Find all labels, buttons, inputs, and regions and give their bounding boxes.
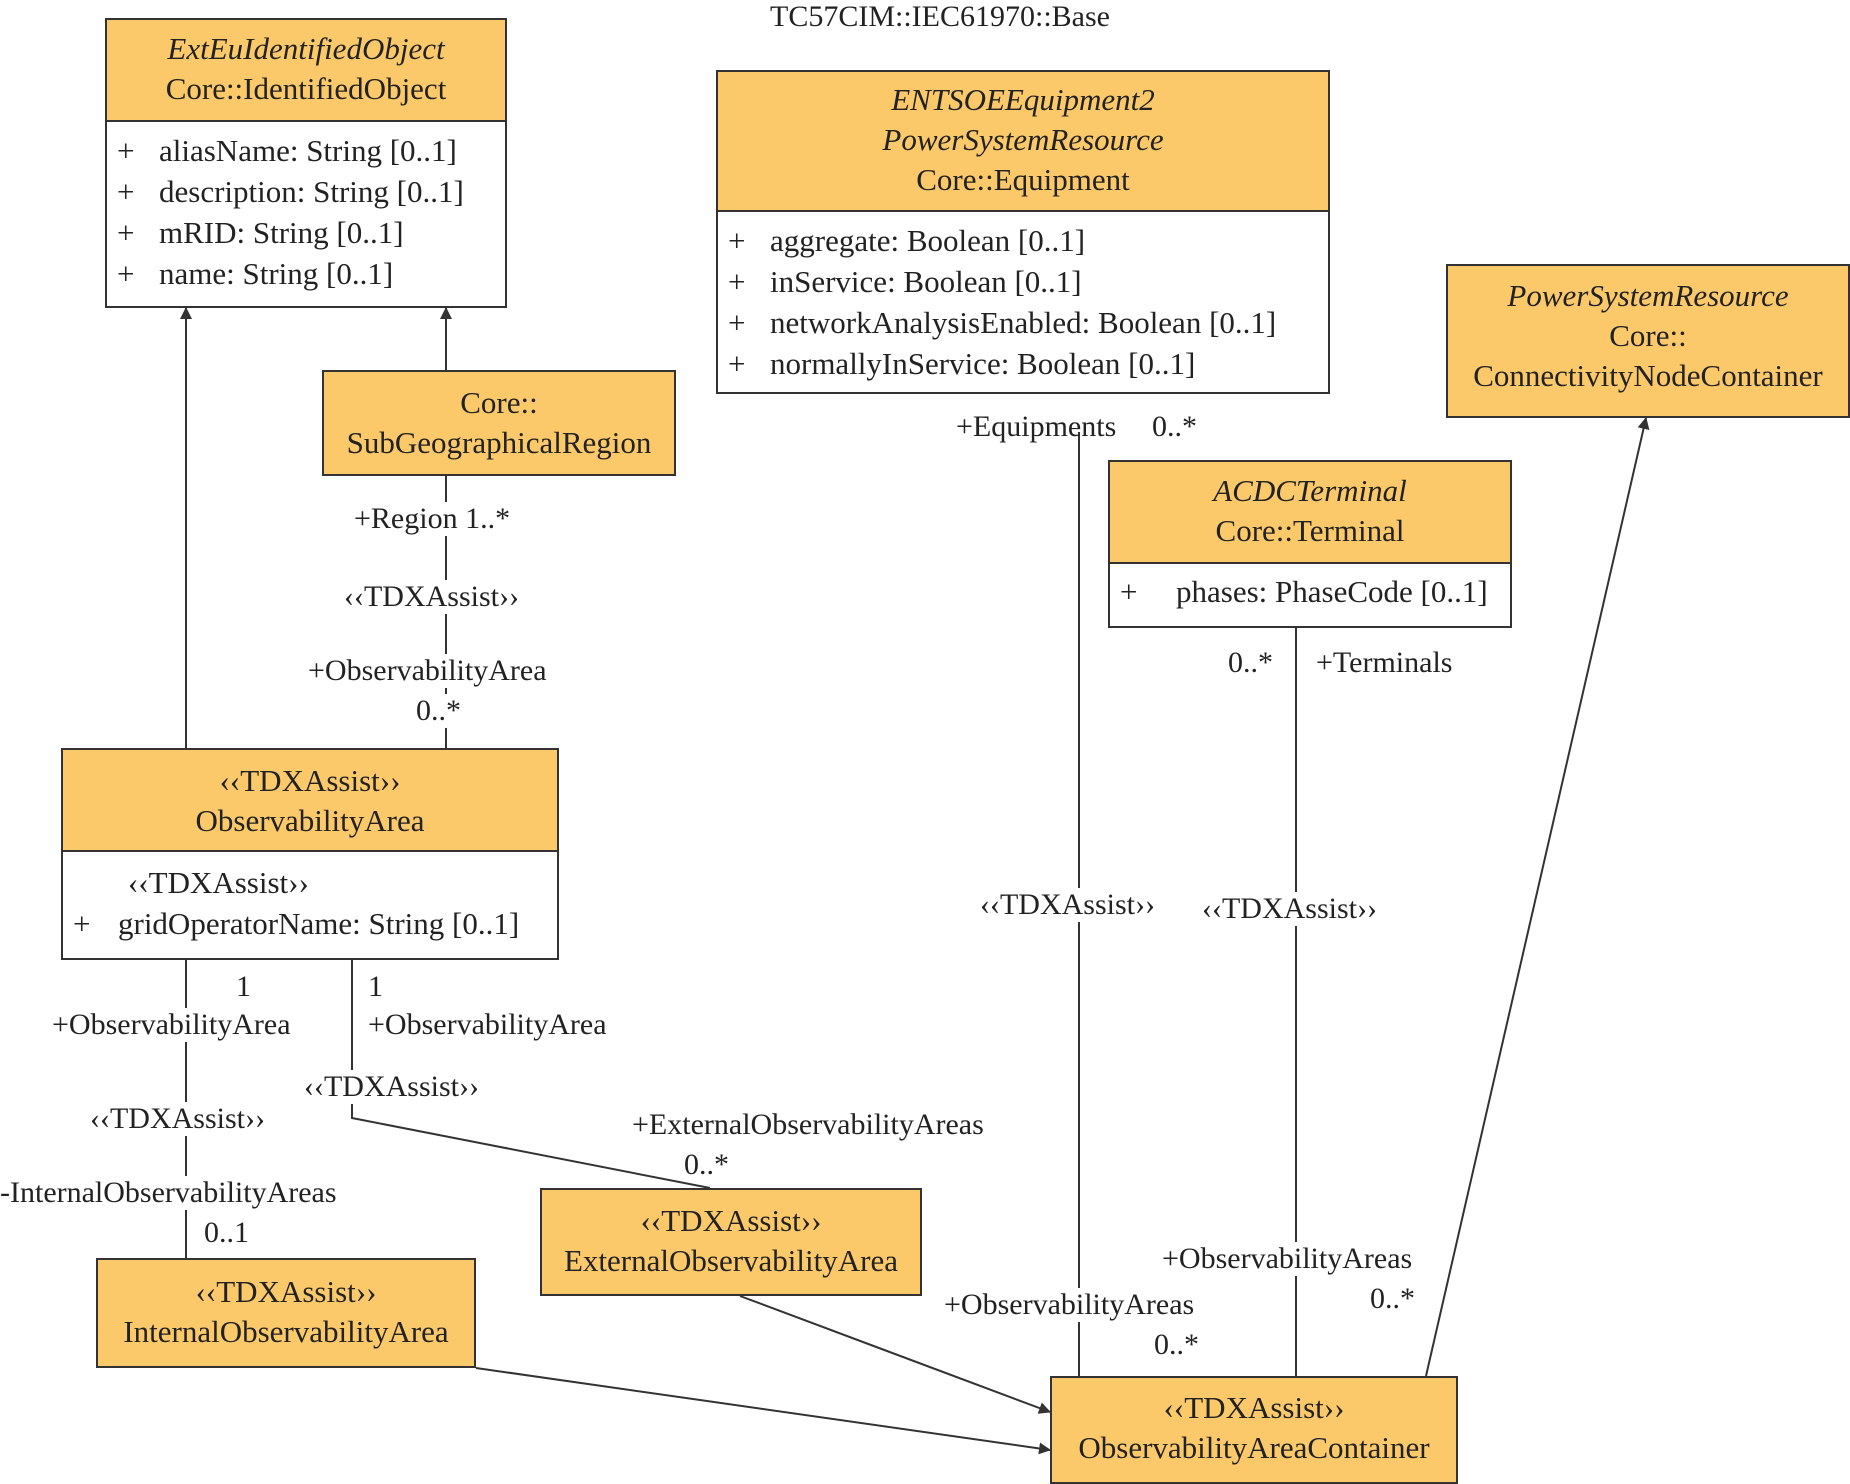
attribute-row: +aggregate: Boolean [0..1] [728, 223, 1086, 258]
attribute-row: +name: String [0..1] [117, 256, 394, 291]
association-external-observabilityarea [351, 960, 711, 1189]
internal-role-label: -InternalObservabilityAreas [0, 1176, 337, 1210]
class-header: Core:: SubGeographicalRegion [324, 372, 674, 474]
class-header: ‹‹TDXAssist›› InternalObservabilityArea [98, 1260, 474, 1366]
class-header: ‹‹TDXAssist›› ObservabilityArea [63, 750, 557, 852]
attribute-row: +networkAnalysisEnabled: Boolean [0..1] [728, 305, 1277, 340]
class-qualified-name: Core::Terminal [1215, 513, 1405, 548]
class-stereotype: ‹‹TDXAssist›› [219, 763, 401, 798]
attribute-list: +aggregate: Boolean [0..1] +inService: B… [718, 212, 1328, 388]
class-observability-area-container[interactable]: ‹‹TDXAssist›› ObservabilityAreaContainer [1050, 1376, 1458, 1484]
attribute-row: +normallyInService: Boolean [0..1] [728, 346, 1196, 381]
terminals-multiplicity: 0..* [1228, 646, 1273, 679]
class-ext-eu-identified-object[interactable]: ExtEuIdentifiedObject Core::IdentifiedOb… [105, 18, 507, 308]
class-header: ACDCTerminal Core::Terminal [1110, 462, 1510, 564]
internal-source-multiplicity: 1 [236, 970, 251, 1003]
class-internal-observability-area[interactable]: ‹‹TDXAssist›› InternalObservabilityArea [96, 1258, 476, 1368]
class-entsoe-equipment[interactable]: ENTSOEEquipment2 PowerSystemResource Cor… [716, 70, 1330, 394]
external-stereotype-label: ‹‹TDXAssist›› [304, 1070, 479, 1104]
attribute-row: +phases: PhaseCode [0..1] [1120, 574, 1488, 609]
region-stereotype-label: ‹‹TDXAssist›› [344, 580, 519, 614]
attribute-row: +gridOperatorName: String [0..1] [73, 906, 520, 941]
external-multiplicity: 0..* [684, 1148, 729, 1181]
internal-stereotype-label: ‹‹TDXAssist›› [90, 1102, 265, 1136]
class-name: ObservabilityArea [195, 803, 425, 838]
class-package: Core:: [460, 385, 538, 420]
class-stereotype: ‹‹TDXAssist›› [1163, 1390, 1345, 1425]
external-source-multiplicity: 1 [368, 970, 383, 1003]
equipments-stereotype-label: ‹‹TDXAssist›› [980, 888, 1155, 922]
package-title: TC57CIM::IEC61970::Base [770, 0, 1110, 33]
attribute-list: ‹‹TDXAssist›› +gridOperatorName: String … [63, 852, 557, 948]
class-header: ExtEuIdentifiedObject Core::IdentifiedOb… [107, 20, 505, 122]
class-qualified-name: Core::Equipment [916, 162, 1130, 197]
class-header: ‹‹TDXAssist›› ObservabilityAreaContainer [1052, 1378, 1456, 1482]
equipments-observability-multiplicity: 0..* [1154, 1328, 1199, 1361]
class-acdc-terminal[interactable]: ACDCTerminal Core::Terminal +phases: Pha… [1108, 460, 1512, 628]
terminals-stereotype-label: ‹‹TDXAssist›› [1202, 892, 1377, 926]
generalization-internal-to-container [475, 1367, 1051, 1455]
class-name: ExtEuIdentifiedObject [167, 31, 445, 66]
region-observability-role-label: +ObservabilityArea [308, 654, 547, 688]
class-name: SubGeographicalRegion [346, 425, 652, 460]
attribute-row: +aliasName: String [0..1] [117, 133, 457, 168]
external-observability-role-label: +ObservabilityArea [368, 1008, 607, 1041]
class-name: ObservabilityAreaContainer [1078, 1430, 1430, 1465]
class-package: Core:: [1609, 318, 1687, 353]
class-stereotype: ‹‹TDXAssist›› [640, 1203, 822, 1238]
class-sub-geographical-region[interactable]: Core:: SubGeographicalRegion [322, 370, 676, 476]
class-header: ‹‹TDXAssist›› ExternalObservabilityArea [542, 1190, 920, 1294]
class-name-line2: PowerSystemResource [882, 122, 1164, 157]
attribute-list: +aliasName: String [0..1] +description: … [107, 122, 505, 298]
attribute-stereotype: ‹‹TDXAssist›› [128, 865, 309, 900]
class-name-line1: ENTSOEEquipment2 [891, 82, 1155, 117]
internal-observability-role-label: +ObservabilityArea [52, 1008, 291, 1042]
attribute-list: +phases: PhaseCode [0..1] [1110, 564, 1510, 616]
class-name: InternalObservabilityArea [123, 1314, 449, 1349]
attribute-row: +inService: Boolean [0..1] [728, 264, 1082, 299]
class-name: PowerSystemResource [1507, 278, 1789, 313]
generalization-external-to-container [739, 1295, 1051, 1414]
terminals-role-label: +Terminals [1316, 646, 1453, 679]
class-header: ENTSOEEquipment2 PowerSystemResource Cor… [718, 72, 1328, 212]
attribute-row: +description: String [0..1] [117, 174, 464, 209]
external-role-label: +ExternalObservabilityAreas [632, 1108, 984, 1141]
equipments-observability-role-label: +ObservabilityAreas [944, 1288, 1195, 1322]
class-header: PowerSystemResource Core:: ConnectivityN… [1448, 266, 1848, 416]
class-name: ExternalObservabilityArea [564, 1243, 898, 1278]
terminals-observability-multiplicity: 0..* [1370, 1282, 1415, 1315]
region-role-label: +Region 1..* [354, 502, 511, 536]
terminals-observability-role-label: +ObservabilityAreas [1162, 1242, 1413, 1276]
attribute-row: +mRID: String [0..1] [117, 215, 404, 250]
class-external-observability-area[interactable]: ‹‹TDXAssist›› ExternalObservabilityArea [540, 1188, 922, 1296]
class-stereotype: ‹‹TDXAssist›› [195, 1274, 377, 1309]
class-power-system-resource[interactable]: PowerSystemResource Core:: ConnectivityN… [1446, 264, 1850, 418]
class-name: ACDCTerminal [1213, 473, 1407, 508]
equipments-role-label: +Equipments [956, 410, 1117, 443]
class-qualified-name: ConnectivityNodeContainer [1473, 358, 1823, 393]
class-qualified-name: Core::IdentifiedObject [165, 71, 447, 106]
equipments-multiplicity: 0..* [1152, 410, 1197, 443]
internal-multiplicity: 0..1 [204, 1216, 249, 1249]
generalization-container-to-powersystemresource [1425, 417, 1650, 1377]
class-observability-area[interactable]: ‹‹TDXAssist›› ObservabilityArea ‹‹TDXAss… [61, 748, 559, 960]
region-observability-multiplicity: 0..* [416, 694, 461, 728]
